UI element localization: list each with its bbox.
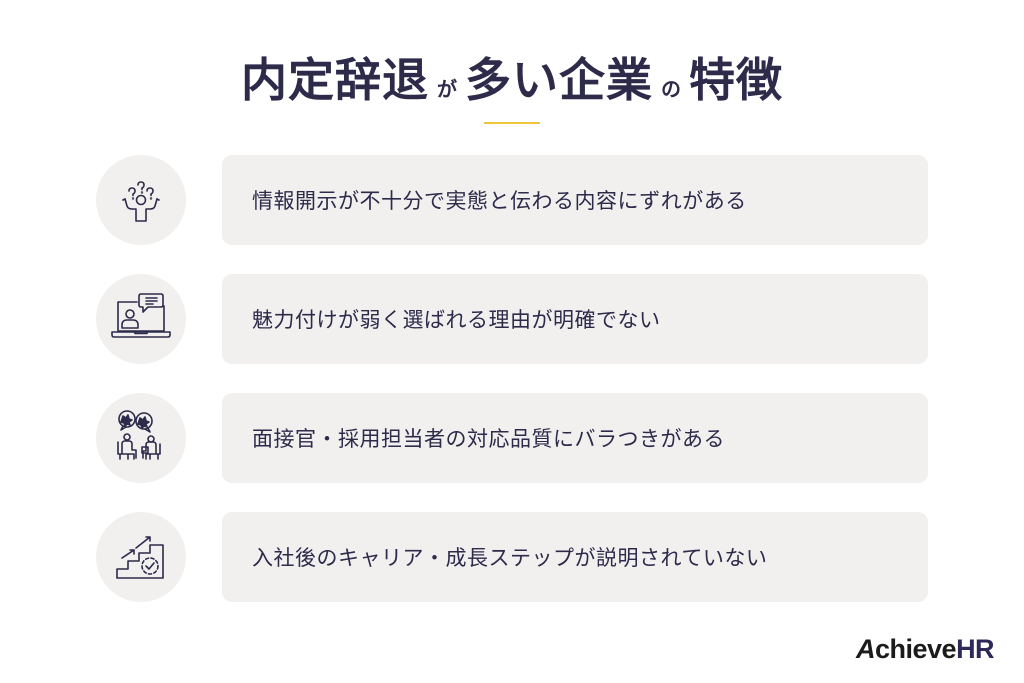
feature-row-1: 情報開示が不十分で実態と伝わる内容にずれがある (0, 155, 1024, 245)
feature-text: 面接官・採用担当者の対応品質にバラつきがある (252, 427, 725, 451)
title-particle-1: が (437, 77, 457, 101)
achievehr-logo: AchieveHR (856, 634, 995, 665)
page-title: 内定辞退が多い企業の特徴 (0, 44, 1024, 110)
icon-circle (96, 512, 186, 602)
feature-row-3: 面接官・採用担当者の対応品質にバラつきがある (0, 393, 1024, 483)
interview-icon (117, 410, 161, 460)
title-part-2: 多い企業 (465, 53, 653, 107)
feature-card: 入社後のキャリア・成長ステップが説明されていない (222, 512, 928, 602)
logo-a: A (856, 634, 876, 664)
icon-circle (96, 393, 186, 483)
feature-text: 入社後のキャリア・成長ステップが説明されていない (252, 546, 768, 570)
title-particle-2: の (661, 77, 681, 101)
feature-card: 魅力付けが弱く選ばれる理由が明確でない (222, 274, 928, 364)
icon-circle (96, 155, 186, 245)
title-part-3: 特徴 (689, 53, 783, 107)
feature-text: 魅力付けが弱く選ばれる理由が明確でない (252, 308, 661, 332)
icon-circle (96, 274, 186, 364)
logo-hr: HR (956, 634, 995, 664)
logo-achieve: chieve (875, 634, 957, 664)
feature-card: 面接官・採用担当者の対応品質にバラつきがある (222, 393, 928, 483)
feature-row-4: 入社後のキャリア・成長ステップが説明されていない (0, 512, 1024, 602)
title-part-1: 内定辞退 (241, 53, 429, 107)
title-underline (484, 122, 540, 124)
career-steps-icon (116, 536, 164, 579)
laptop-chat-icon (111, 293, 171, 338)
confused-person-icon (122, 181, 160, 222)
feature-row-2: 魅力付けが弱く選ばれる理由が明確でない (0, 274, 1024, 364)
feature-card: 情報開示が不十分で実態と伝わる内容にずれがある (222, 155, 928, 245)
feature-text: 情報開示が不十分で実態と伝わる内容にずれがある (252, 189, 747, 213)
